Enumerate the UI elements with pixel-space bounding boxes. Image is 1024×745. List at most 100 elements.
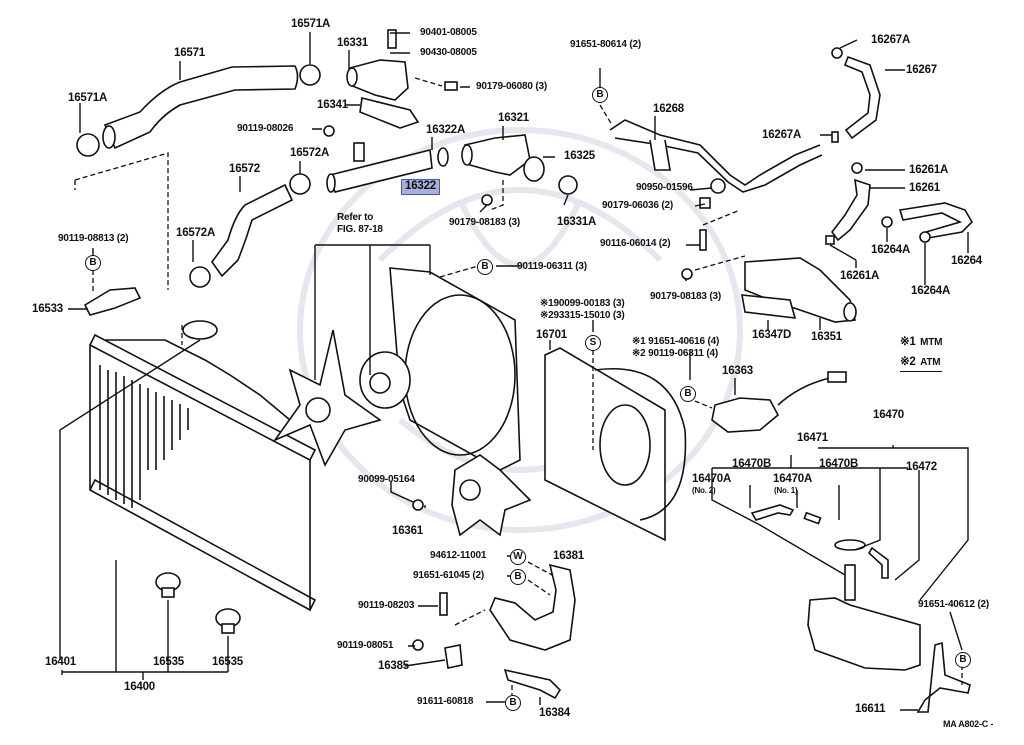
part-label-16571A-top[interactable]: 16571A <box>291 18 331 30</box>
part-label-16268[interactable]: 16268 <box>653 103 684 115</box>
part-label-16322-highlighted[interactable]: 16322 <box>401 179 440 195</box>
part-label-16341[interactable]: 16341 <box>317 99 348 111</box>
part-label-90179-06080[interactable]: 90179-06080 (3) <box>476 81 547 92</box>
part-label-90099-05164[interactable]: 90099-05164 <box>358 474 415 485</box>
part-label-16470[interactable]: 16470 <box>873 409 904 421</box>
part-label-16264[interactable]: 16264 <box>951 255 982 267</box>
part-label-16322A[interactable]: 16322A <box>426 124 466 136</box>
part-label-16470A-no1[interactable]: 16470A <box>773 473 813 485</box>
part-label-16347D[interactable]: 16347D <box>752 329 792 341</box>
part-label-16261A-top[interactable]: 16261A <box>909 164 949 176</box>
part-label-16470B-a[interactable]: 16470B <box>732 458 772 470</box>
part-label-16571A-left[interactable]: 16571A <box>68 92 108 104</box>
part-label-16331A[interactable]: 16331A <box>557 216 597 228</box>
bolt-symbol-b: B <box>592 87 608 103</box>
part-label-90119-08813[interactable]: 90119-08813 (2) <box>58 233 129 244</box>
part-label-16535-b[interactable]: 16535 <box>212 656 243 668</box>
atm-marker: ※2 <box>540 310 554 321</box>
reference-note-line1: Refer to <box>337 212 374 223</box>
part-label-16351[interactable]: 16351 <box>811 331 842 343</box>
thermostat-16331A <box>558 175 578 195</box>
part-label-16267[interactable]: 16267 <box>906 64 937 76</box>
part-label-16267A-top[interactable]: 16267A <box>871 34 911 46</box>
part-label-90179-08183-a[interactable]: 90179-08183 (3) <box>449 217 520 228</box>
gasket-16325 <box>523 156 545 182</box>
part-label-16701[interactable]: 16701 <box>536 329 567 341</box>
part-label-90119-08026[interactable]: 90119-08026 <box>237 123 294 134</box>
cooling-fan-16361 <box>272 329 382 467</box>
cooling-fan-16361-second <box>451 454 532 537</box>
part-label-16470B-b[interactable]: 16470B <box>819 458 859 470</box>
part-label-16572A-left[interactable]: 16572A <box>176 227 216 239</box>
part-label-90119-06311-b[interactable]: ※2 90119-06311 (4) <box>632 349 718 359</box>
part-label-16363[interactable]: 16363 <box>722 365 753 377</box>
water-outlet-16331 <box>346 59 409 101</box>
nut-90179-08183 <box>481 194 493 206</box>
part-label-16321[interactable]: 16321 <box>498 112 529 124</box>
fan-shroud-16701 <box>544 347 687 542</box>
fan-motor <box>359 351 411 409</box>
part-label-93315-15010[interactable]: ※293315-15010 (3) <box>540 311 625 321</box>
part-label-16384[interactable]: 16384 <box>539 707 570 719</box>
part-label-90119-06311-top[interactable]: 90119-06311 (3) <box>517 261 587 272</box>
mtm-marker: ※1 <box>540 298 554 309</box>
clamp-16264A-a <box>881 216 893 228</box>
clamp-16267A-mid <box>831 131 839 143</box>
part-label-90950-01596[interactable]: 90950-01596 <box>636 182 693 193</box>
atm-marker: ※2 <box>632 348 646 359</box>
part-label-16381[interactable]: 16381 <box>553 550 584 562</box>
bracket-16533 <box>83 287 142 316</box>
part-label-90179-06036[interactable]: 90179-06036 (2) <box>602 200 673 211</box>
part-label-91651-80614[interactable]: 91651-80614 (2) <box>570 39 641 50</box>
part-label-16571[interactable]: 16571 <box>174 47 205 59</box>
part-label-90119-08203[interactable]: 90119-08203 <box>358 600 415 611</box>
nut-90179-08183-b <box>681 268 693 280</box>
part-label-16611[interactable]: 16611 <box>855 703 886 715</box>
leader-lines <box>68 32 918 711</box>
hose-clamp-16571A-top <box>299 64 321 86</box>
hose-clamp-16572A-left <box>189 266 211 288</box>
figure-code: MA A802-C - <box>943 719 994 729</box>
part-label-91651-40612[interactable]: 91651-40612 (2) <box>918 599 989 610</box>
part-label-16572[interactable]: 16572 <box>229 163 260 175</box>
part-label-16472[interactable]: 16472 <box>906 461 937 473</box>
part-label-16471[interactable]: 16471 <box>797 432 828 444</box>
part-label-16470A-no2[interactable]: 16470A <box>692 473 732 485</box>
part-label-90401-08005[interactable]: 90401-08005 <box>420 27 477 38</box>
part-label-91651-61045[interactable]: 91651-61045 (2) <box>413 570 484 581</box>
part-label-16261[interactable]: 16261 <box>909 182 940 194</box>
part-label-16361[interactable]: 16361 <box>392 525 423 537</box>
water-inlet-16321 <box>461 134 531 176</box>
part-number: 93315-15010 (3) <box>553 310 625 321</box>
part-label-16264A-b[interactable]: 16264A <box>911 285 951 297</box>
part-label-90430-08005[interactable]: 90430-08005 <box>420 47 477 58</box>
part-label-90179-08183-b[interactable]: 90179-08183 (3) <box>650 291 721 302</box>
reference-note-line2[interactable]: FIG. 87-18 <box>337 224 383 235</box>
reserve-tank-16470 <box>807 539 921 671</box>
part-label-16261A-b[interactable]: 16261A <box>840 270 880 282</box>
part-label-16267A-mid[interactable]: 16267A <box>762 129 802 141</box>
legend-marker: ※2 <box>900 356 916 368</box>
part-label-16325[interactable]: 16325 <box>564 150 595 162</box>
part-label-16385[interactable]: 16385 <box>378 660 409 672</box>
part-label-94612-11001[interactable]: 94612-11001 <box>430 550 487 561</box>
part-label-91651-40616[interactable]: ※1 91651-40616 (4) <box>632 337 719 347</box>
part-label-16535-a[interactable]: 16535 <box>153 656 184 668</box>
part-label-16400[interactable]: 16400 <box>124 681 155 693</box>
bracket-16611 <box>916 641 971 713</box>
bolt-90119-08026 <box>323 125 335 137</box>
clamp-16267A-top <box>831 47 843 59</box>
bolt-symbol-b: B <box>680 386 696 402</box>
part-label-90119-08051[interactable]: 90119-08051 <box>337 640 394 651</box>
part-label-16401[interactable]: 16401 <box>45 656 76 668</box>
part-label-16264A-a[interactable]: 16264A <box>871 244 911 256</box>
part-label-90099-00183[interactable]: ※190099-00183 (3) <box>540 299 625 309</box>
part-label-90116-06014[interactable]: 90116-06014 (2) <box>600 238 671 249</box>
part-label-16572A-top[interactable]: 16572A <box>290 147 330 159</box>
part-label-16331[interactable]: 16331 <box>337 37 368 49</box>
hose-16261 <box>830 178 871 242</box>
part-label-16533[interactable]: 16533 <box>32 303 63 315</box>
bolt-90401 <box>387 29 397 49</box>
part-label-91611-60818[interactable]: 91611-60818 <box>417 696 474 707</box>
